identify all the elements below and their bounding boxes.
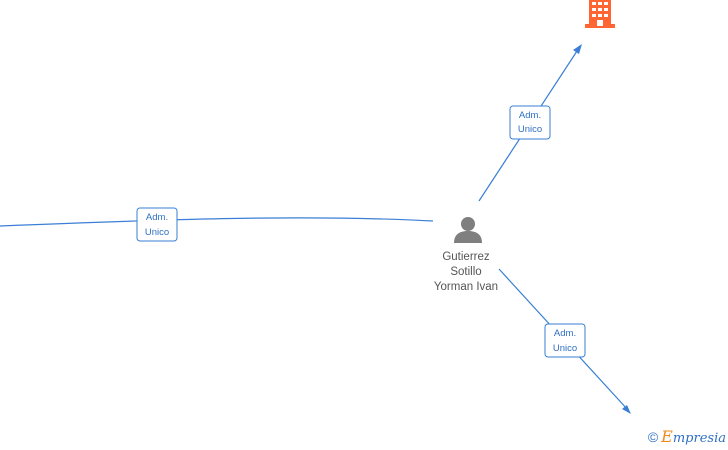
brand-name: mpresia (672, 431, 726, 446)
edge-label-line: Unico (145, 227, 169, 238)
person-name-line: Gutierrez (442, 251, 490, 263)
edge-label-line: Adm. (519, 110, 541, 121)
edge-label-to-bottom-right[interactable]: Adm. Unico (544, 323, 586, 358)
copyright-symbol: © (647, 429, 659, 445)
edge-label-line: Unico (553, 343, 577, 354)
empresia-watermark: ©Empresia (648, 427, 726, 446)
person-name-line: Sotillo (450, 266, 482, 278)
edge-from-left (0, 217, 434, 227)
person-name[interactable]: Gutierrez Sotillo Yorman Ivan (406, 250, 526, 295)
brand-initial: E (661, 427, 673, 446)
building-icon (585, 0, 615, 28)
edge-label-from-left[interactable]: Adm. Unico (136, 207, 178, 242)
person-icon (454, 217, 482, 243)
company-node[interactable] (585, 0, 615, 28)
edge-label-to-company[interactable]: Adm. Unico (509, 105, 551, 140)
edge-label-line: Adm. (554, 328, 576, 339)
person-name-line: Yorman Ivan (433, 281, 499, 293)
arrowhead-icon (573, 44, 582, 54)
edge-line (0, 217, 434, 227)
edge-label-line: Adm. (146, 212, 168, 223)
person-node[interactable] (454, 217, 482, 243)
edge-label-line: Unico (518, 124, 542, 135)
arrowhead-icon (622, 405, 631, 414)
